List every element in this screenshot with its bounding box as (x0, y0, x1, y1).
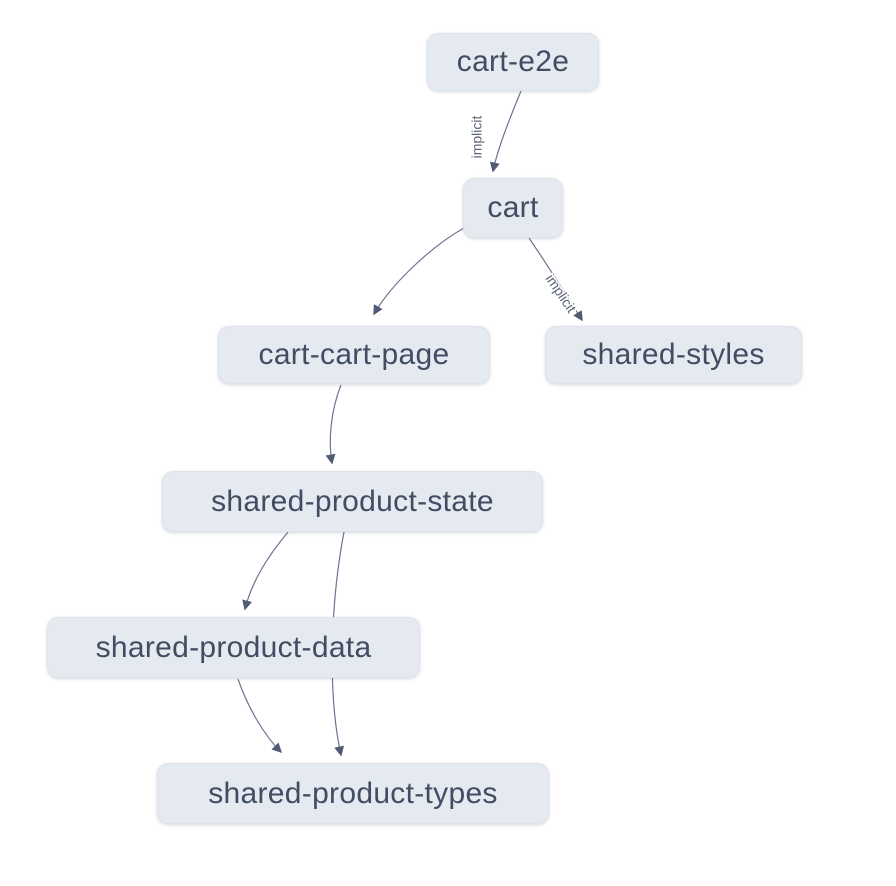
edge-shared-product-state-to-shared-product-data (242, 531, 289, 611)
node-label-cart-cart-page: cart-cart-page (258, 338, 450, 371)
node-cart[interactable]: cart (463, 178, 563, 238)
edge-cart-cart-page-to-shared-product-state (325, 384, 342, 465)
node-shared-product-data[interactable]: shared-product-data (47, 617, 420, 678)
node-label-shared-product-types: shared-product-types (208, 776, 498, 810)
edge-cart-e2e-to-cart (489, 90, 522, 173)
node-label-cart-e2e: cart-e2e (456, 45, 570, 78)
edge-cart-to-cart-cart-page (373, 227, 465, 316)
edge-label-implicit-cart-shared-styles: implicit (542, 271, 579, 316)
node-label-cart: cart (487, 191, 539, 224)
edge-shared-product-data-to-shared-product-types (237, 678, 283, 754)
node-shared-styles[interactable]: shared-styles (545, 326, 802, 384)
node-label-shared-product-data: shared-product-data (95, 630, 372, 664)
edge-cart-to-shared-styles (528, 237, 583, 322)
node-label-shared-product-state: shared-product-state (211, 484, 494, 518)
node-shared-product-types[interactable]: shared-product-types (157, 763, 549, 824)
edge-label-implicit-cart-e2e-cart: implicit (469, 116, 485, 159)
node-cart-cart-page[interactable]: cart-cart-page (218, 326, 490, 384)
node-label-shared-styles: shared-styles (582, 338, 765, 371)
node-cart-e2e[interactable]: cart-e2e (427, 33, 599, 91)
node-shared-product-state[interactable]: shared-product-state (162, 471, 543, 532)
